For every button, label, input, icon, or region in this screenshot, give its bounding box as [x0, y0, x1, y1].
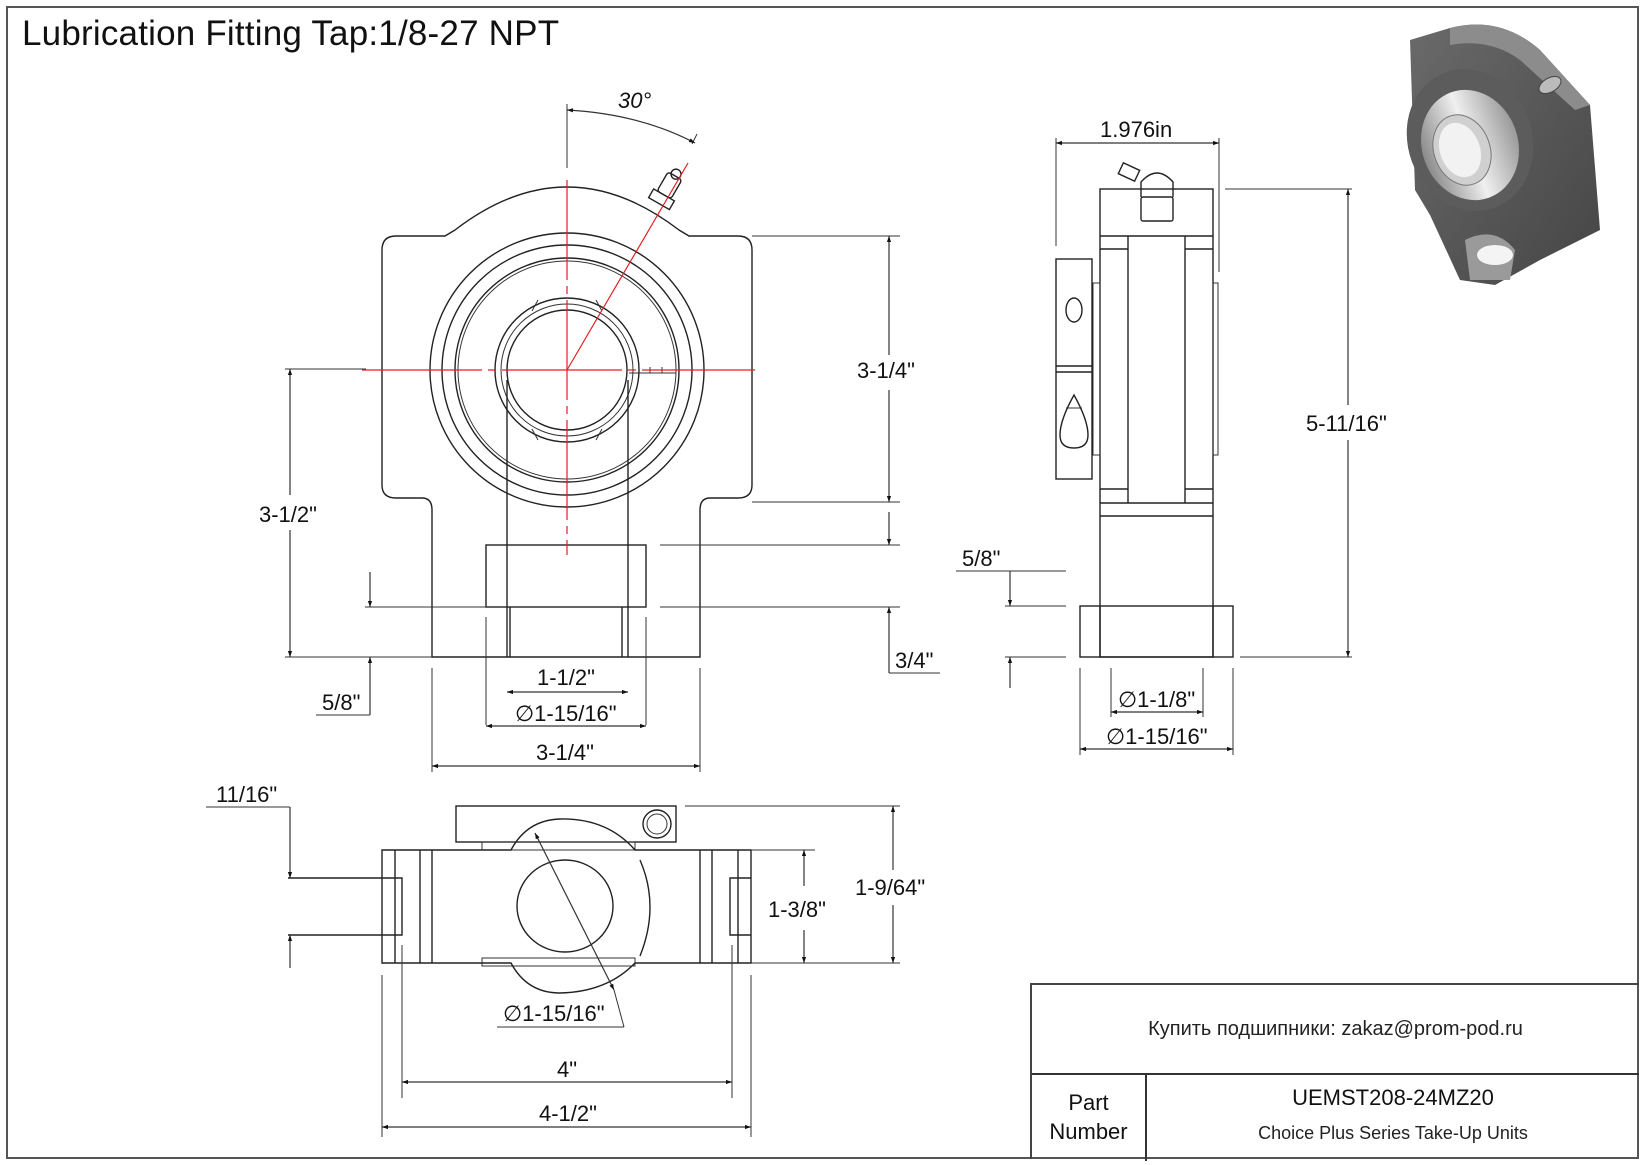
title-block-contact: Купить подшипники: zakaz@prom-pod.ru — [1032, 985, 1639, 1075]
dim-top-bore-diameter: ∅1-15/16" — [503, 1001, 605, 1026]
angle-label: 30° — [618, 88, 651, 113]
dim-center-height: 3-1/2" — [259, 502, 317, 527]
part-label-line1: Part — [1068, 1090, 1109, 1115]
dim-slot-depth: 11/16" — [216, 782, 277, 807]
title-block-part-label: Part Number — [1032, 1073, 1147, 1161]
base-block — [485, 544, 647, 608]
drawing-frame — [6, 6, 1639, 1159]
side-base — [1079, 605, 1234, 658]
side-view: 1.976in 5-11/16" 5/8" ∅1-1/8" ∅1-15/16" — [956, 117, 1387, 755]
side-grease-fitting-icon — [1117, 161, 1174, 222]
dim-base-offset-left: 5/8" — [322, 690, 360, 715]
dim-slot-width: 1-1/2" — [537, 665, 595, 690]
dim-side-width: 1.976in — [1100, 117, 1172, 142]
top-left-slot — [288, 877, 403, 936]
dim-top-overall-width: 4-1/2" — [539, 1101, 597, 1126]
title-block-part-number-cell: UEMST208-24MZ20 Choice Plus Series Take-… — [1147, 1073, 1639, 1161]
top-view: 11/16" 1-3/8" 1-9/64" ∅1-15/16" 4" 4-1/2… — [206, 782, 925, 1137]
dim-bore-diameter: ∅1-15/16" — [515, 701, 617, 726]
top-bore — [516, 859, 614, 953]
part-number: UEMST208-24MZ20 — [1292, 1084, 1494, 1110]
part-description: Choice Plus Series Take-Up Units — [1258, 1122, 1528, 1143]
dim-top-inner-width: 4" — [557, 1057, 577, 1082]
front-view: 30° 3-1/4" 3/4" 3-1/2" 5/8" 1-1/2" ∅1-15… — [259, 88, 940, 772]
top-body — [381, 818, 752, 994]
dim-side-outer-diameter: ∅1-15/16" — [1106, 724, 1208, 749]
side-body — [1099, 188, 1214, 658]
side-slot-plate — [1055, 258, 1093, 480]
dim-overall-height: 5-11/16" — [1306, 411, 1387, 436]
title-block: Купить подшипники: zakaz@prom-pod.ru Par… — [1030, 983, 1639, 1161]
fitting-angle-line — [566, 162, 689, 371]
angle-dimension-arc — [566, 108, 696, 144]
dim-side-step: 5/8" — [962, 546, 1000, 571]
isometric-render-image — [1406, 24, 1600, 286]
drawing-title: Lubrication Fitting Tap:1/8-27 NPT — [22, 14, 560, 53]
dim-overall-width: 3-1/4" — [536, 740, 594, 765]
dim-side-inner-diameter: ∅1-1/8" — [1118, 687, 1195, 712]
front-housing-outline — [381, 186, 753, 658]
dim-housing-height: 3-1/4" — [857, 358, 915, 383]
dim-top-total-height: 1-9/64" — [855, 875, 925, 900]
dim-base-offset-right: 3/4" — [895, 648, 933, 673]
part-label-line2: Number — [1049, 1119, 1128, 1144]
dim-top-inner-height: 1-3/8" — [768, 897, 826, 922]
